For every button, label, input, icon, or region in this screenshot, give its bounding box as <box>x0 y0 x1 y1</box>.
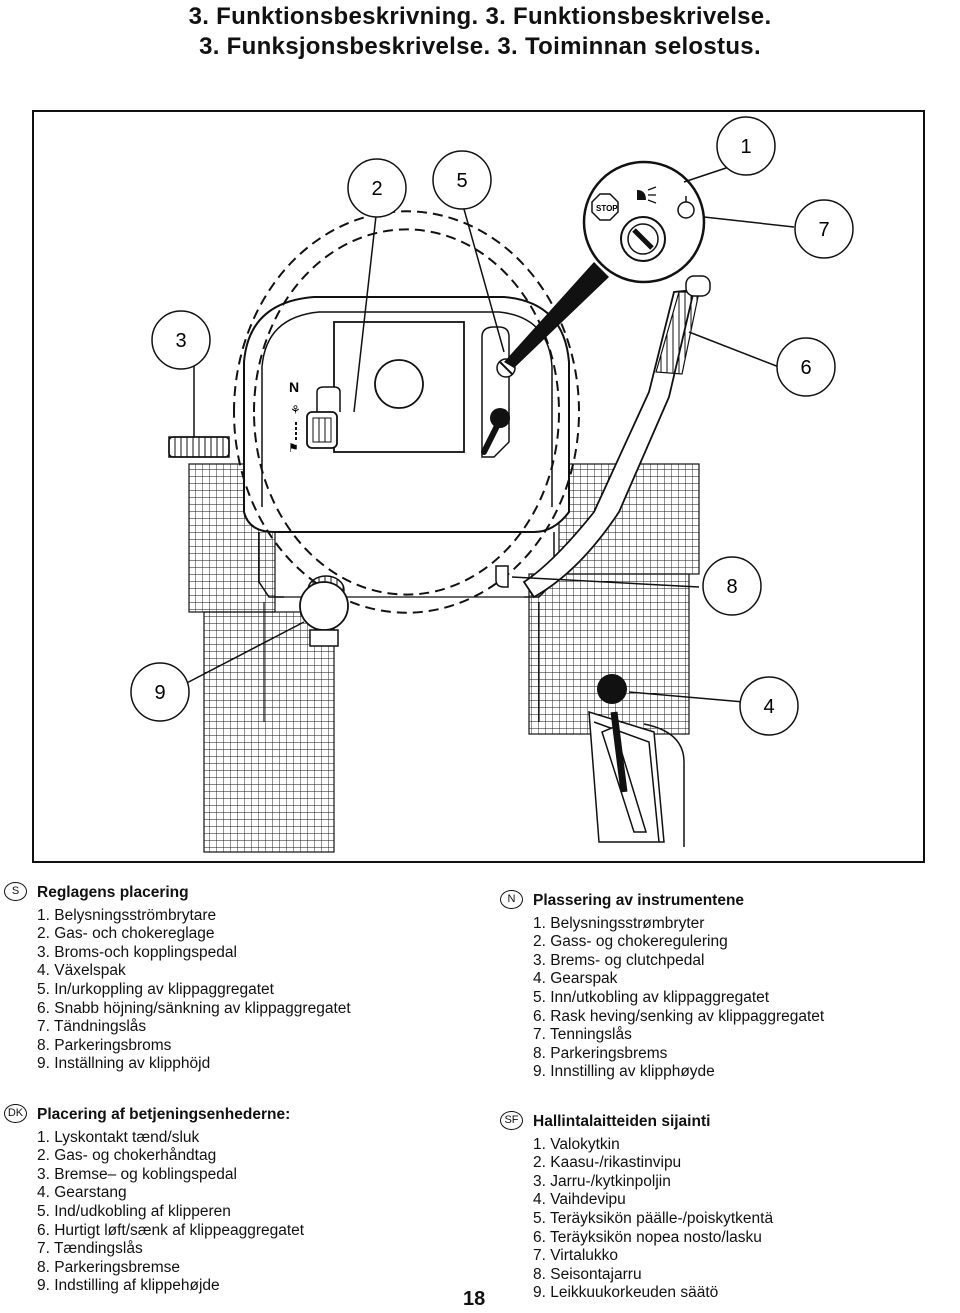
svg-text:8: 8 <box>726 576 737 598</box>
svg-text:6: 6 <box>800 357 811 379</box>
stop-label: STOP <box>596 204 618 213</box>
language-badge-no: N <box>500 890 523 909</box>
callout-6: 6 <box>776 337 836 397</box>
list-item: 2. Gas- och chokereglage <box>37 925 215 943</box>
parking-brake-knob <box>495 565 509 588</box>
list-item: 2. Gass- og chokeregulering <box>533 933 728 951</box>
controls-diagram: N ⚘ ⚑ STOP <box>32 110 925 863</box>
list-item: 8. Parkeringsbroms <box>37 1036 172 1054</box>
brake-pedal <box>168 436 230 458</box>
dashed-outline <box>232 210 581 614</box>
list-item: 1. Belysningsstrømbryter <box>533 914 705 932</box>
section-danish: DK Placering af betjeningsenhederne: 1. … <box>4 1104 304 1296</box>
callout-1: 1 <box>716 116 776 176</box>
list-item: 6. Teräyksikön nopea nosto/lasku <box>533 1228 762 1246</box>
svg-text:⚘: ⚘ <box>290 403 301 417</box>
language-badge-fi: SF <box>500 1111 523 1130</box>
svg-text:1: 1 <box>740 136 751 158</box>
list-item: 5. Inn/utkobling av klippaggregatet <box>533 988 770 1006</box>
list-item: 3. Brems- og clutchpedal <box>533 951 705 969</box>
gear-lever <box>588 674 685 847</box>
callout-2: 2 <box>347 158 407 218</box>
controls-list-fi: 1. Valokytkin 2. Kaasu-/rikastinvipu 3. … <box>533 1136 773 1303</box>
cutting-height-knob <box>299 575 349 647</box>
svg-text:3: 3 <box>175 330 186 352</box>
callout-7: 7 <box>794 199 854 259</box>
list-item: 4. Gearstang <box>37 1184 127 1202</box>
list-item: 1. Valokytkin <box>533 1135 620 1153</box>
list-item: 4. Växelspak <box>37 962 126 980</box>
svg-text:4: 4 <box>763 696 774 718</box>
list-item: 3. Jarru-/kytkinpoljin <box>533 1172 671 1190</box>
controls-diagram-drawing: N ⚘ ⚑ STOP <box>130 116 854 853</box>
list-item: 4. Gearspak <box>533 970 618 988</box>
svg-text:9: 9 <box>154 682 165 704</box>
callout-8: 8 <box>702 556 762 616</box>
section-heading-fi: Hallintalaitteiden sijainti <box>533 1113 711 1130</box>
list-item: 2. Gas- og chokerhåndtag <box>37 1147 217 1165</box>
list-item: 7. Virtalukko <box>533 1247 619 1265</box>
list-item: 5. Teräyksikön päälle-/poiskytkentä <box>533 1209 774 1227</box>
list-item: 8. Parkeringsbrems <box>533 1044 668 1062</box>
svg-text:7: 7 <box>818 219 829 241</box>
page-number: 18 <box>463 1288 486 1310</box>
callout-3: 3 <box>151 310 211 370</box>
controls-list-sv: 1. Belysningsströmbrytare 2. Gas- och ch… <box>37 907 351 1074</box>
list-item: 5. In/urkoppling av klippaggregatet <box>37 980 274 998</box>
callout-4: 4 <box>739 676 799 736</box>
list-item: 7. Tændingslås <box>37 1240 143 1258</box>
controls-list-no: 1. Belysningsstrømbryter 2. Gass- og cho… <box>533 915 824 1082</box>
list-item: 9. Leikkuukorkeuden säätö <box>533 1284 719 1302</box>
svg-text:N: N <box>289 379 299 395</box>
controls-list-dk: 1. Lyskontakt tænd/sluk 2. Gas- og choke… <box>37 1129 304 1296</box>
section-heading-sv: Reglagens placering <box>37 884 189 901</box>
section-heading-no: Plassering av instrumentene <box>533 892 745 909</box>
list-item: 1. Lyskontakt tænd/sluk <box>37 1128 200 1146</box>
list-item: 4. Vaihdevipu <box>533 1191 626 1209</box>
list-item: 7. Tändningslås <box>37 1018 147 1036</box>
page-title-line-1: 3. Funktionsbeskrivning. 3. Funktionsbes… <box>188 3 772 30</box>
section-heading-dk: Placering af betjeningsenhederne: <box>37 1106 291 1123</box>
section-norwegian: N Plassering av instrumentene 1. Belysni… <box>500 890 824 1082</box>
list-item: 1. Belysningsströmbrytare <box>37 906 217 924</box>
list-item: 3. Broms-och kopplingspedal <box>37 943 237 961</box>
list-item: 6. Hurtigt løft/sænk af klippeaggregatet <box>37 1221 305 1239</box>
list-item: 6. Snabb höjning/sänkning av klippaggreg… <box>37 999 351 1017</box>
list-item: 5. Ind/udkobling af klipperen <box>37 1202 231 1220</box>
language-badge-dk: DK <box>4 1104 27 1123</box>
list-item: 9. Inställning av klipphöjd <box>37 1055 211 1073</box>
list-item: 3. Bremse– og koblingspedal <box>37 1165 237 1183</box>
callout-9: 9 <box>130 662 190 722</box>
ignition-switch-inset: STOP <box>504 160 706 368</box>
list-item: 9. Indstilling af klippehøjde <box>37 1277 220 1295</box>
list-item: 8. Seisontajarru <box>533 1265 642 1283</box>
list-item: 9. Innstilling av klipphøyde <box>533 1063 715 1081</box>
list-item: 7. Tenningslås <box>533 1026 632 1044</box>
svg-text:2: 2 <box>371 178 382 200</box>
callout-5: 5 <box>432 150 492 210</box>
throttle-choke-lever: N ⚘ ⚑ <box>288 379 341 455</box>
quick-lift-lever <box>522 275 711 599</box>
page-title-line-2: 3. Funksjonsbeskrivelse. 3. Toiminnan se… <box>199 33 761 60</box>
section-swedish: S Reglagens placering 1. Belysningsström… <box>4 882 351 1074</box>
list-item: 6. Rask heving/senking av klippaggregate… <box>533 1007 825 1025</box>
svg-text:5: 5 <box>456 170 467 192</box>
svg-text:⚑: ⚑ <box>288 441 299 455</box>
list-item: 2. Kaasu-/rikastinvipu <box>533 1154 682 1172</box>
section-finnish: SF Hallintalaitteiden sijainti 1. Valoky… <box>500 1111 773 1303</box>
list-item: 8. Parkeringsbremse <box>37 1258 181 1276</box>
language-badge-sv: S <box>4 882 27 901</box>
